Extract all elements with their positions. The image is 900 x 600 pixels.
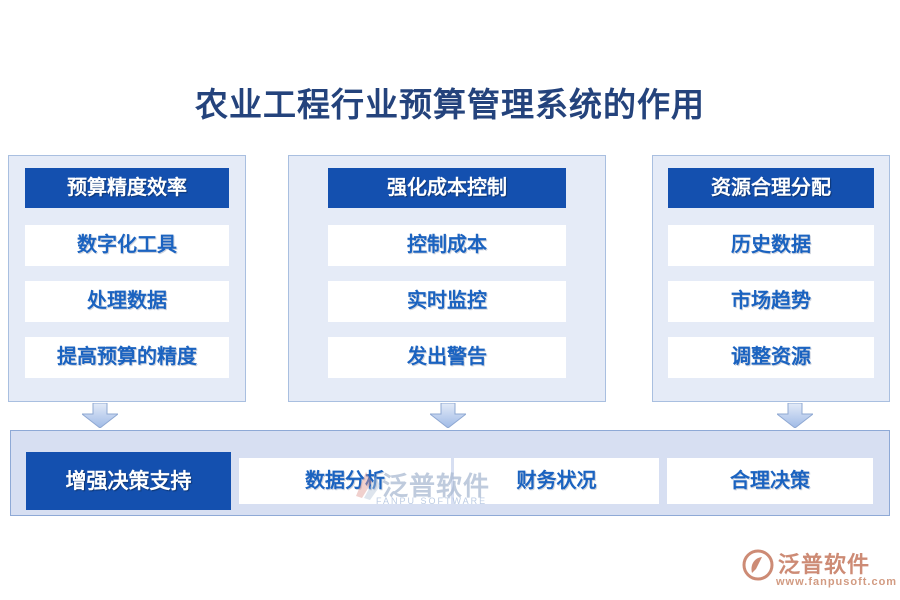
column-header: 强化成本控制 [328,168,566,208]
page-title: 农业工程行业预算管理系统的作用 [195,88,705,124]
column-item: 提高预算的精度 [25,337,229,378]
footer-brand: 泛普软件 www.fanpusoft.com [742,545,896,593]
column-resource-allocation: 资源合理分配 历史数据 市场趋势 调整资源 [652,155,890,402]
column-header: 预算精度效率 [25,168,229,208]
bar-item: 财务状况 [454,458,659,504]
footer-brand-name: 泛普软件 [778,552,871,577]
column-cost-control: 强化成本控制 控制成本 实时监控 发出警告 [288,155,606,402]
column-item: 发出警告 [328,337,566,378]
column-budget-accuracy: 预算精度效率 数字化工具 处理数据 提高预算的精度 [8,155,246,402]
column-item: 控制成本 [328,225,566,266]
down-arrow-icon [82,403,118,428]
footer-brand-url: www.fanpusoft.com [776,576,898,588]
column-item: 调整资源 [668,337,874,378]
column-item: 实时监控 [328,281,566,322]
fanpu-logo-icon [742,549,774,581]
column-item: 市场趋势 [668,281,874,322]
bar-highlight-box: 增强决策支持 [26,452,231,510]
column-item: 历史数据 [668,225,874,266]
bar-item: 合理决策 [667,458,873,504]
down-arrow-icon [777,403,813,428]
down-arrow-icon [430,403,466,428]
column-item: 处理数据 [25,281,229,322]
bar-item: 数据分析 [239,458,451,504]
column-header: 资源合理分配 [668,168,874,208]
column-item: 数字化工具 [25,225,229,266]
decision-support-bar: 增强决策支持 数据分析 财务状况 合理决策 [10,430,890,516]
